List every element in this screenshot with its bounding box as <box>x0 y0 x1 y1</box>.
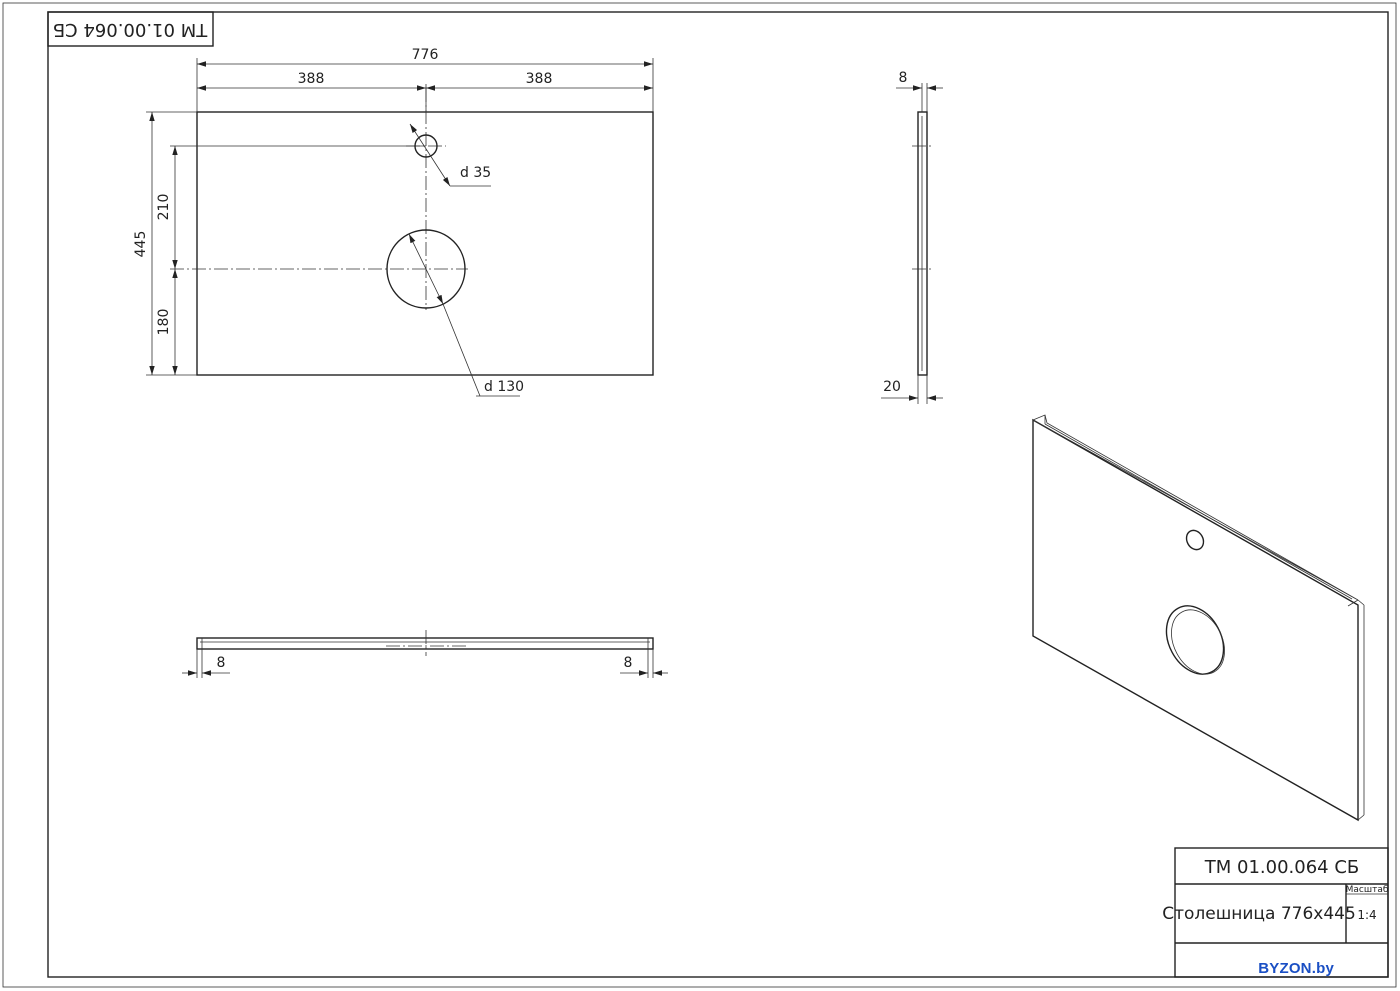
watermark: BYZON.by <box>1258 960 1334 977</box>
isometric-view <box>1032 414 1365 822</box>
countertop-outline <box>196 111 654 376</box>
dim-tap-offset: 210 <box>156 194 172 221</box>
title-block-scale-label: Масштаб <box>1346 885 1389 895</box>
dim-overall-width: 776 <box>412 47 439 63</box>
dim-half-left: 388 <box>298 71 325 87</box>
dim-side-top: 8 <box>899 70 908 86</box>
inverted-stamp-code: ТМ 01.00.064 СБ <box>53 19 209 40</box>
title-block-name: Столешница 776x445 <box>1162 904 1356 924</box>
title-block-code: ТМ 01.00.064 СБ <box>1204 857 1360 878</box>
sink-hole <box>386 229 466 309</box>
label-sink-hole-diameter: d 130 <box>484 379 524 395</box>
title-block: ТМ 01.00.064 СБ Столешница 776x445 Масшт… <box>1162 847 1389 978</box>
iso-top-face <box>1032 418 1359 822</box>
dim-half-right: 388 <box>526 71 553 87</box>
front-profile <box>196 637 654 650</box>
dim-side-bottom: 20 <box>883 379 901 395</box>
plan-view: 776 388 388 445 210 180 d 35 d 130 <box>133 47 654 397</box>
title-block-scale-value: 1:4 <box>1357 908 1376 922</box>
side-profile <box>917 111 928 376</box>
side-view: 8 20 <box>881 70 943 404</box>
label-tap-hole-diameter: d 35 <box>460 165 491 181</box>
dim-overall-depth: 445 <box>133 231 149 258</box>
dim-front-right: 8 <box>624 655 633 671</box>
dim-sink-offset: 180 <box>156 309 172 336</box>
dim-front-left: 8 <box>217 655 226 671</box>
iso-tap-hole <box>1185 529 1205 551</box>
inverted-stamp: ТМ 01.00.064 СБ <box>47 11 214 47</box>
front-view: 8 8 <box>182 630 668 678</box>
drawing-frame <box>47 11 1389 978</box>
